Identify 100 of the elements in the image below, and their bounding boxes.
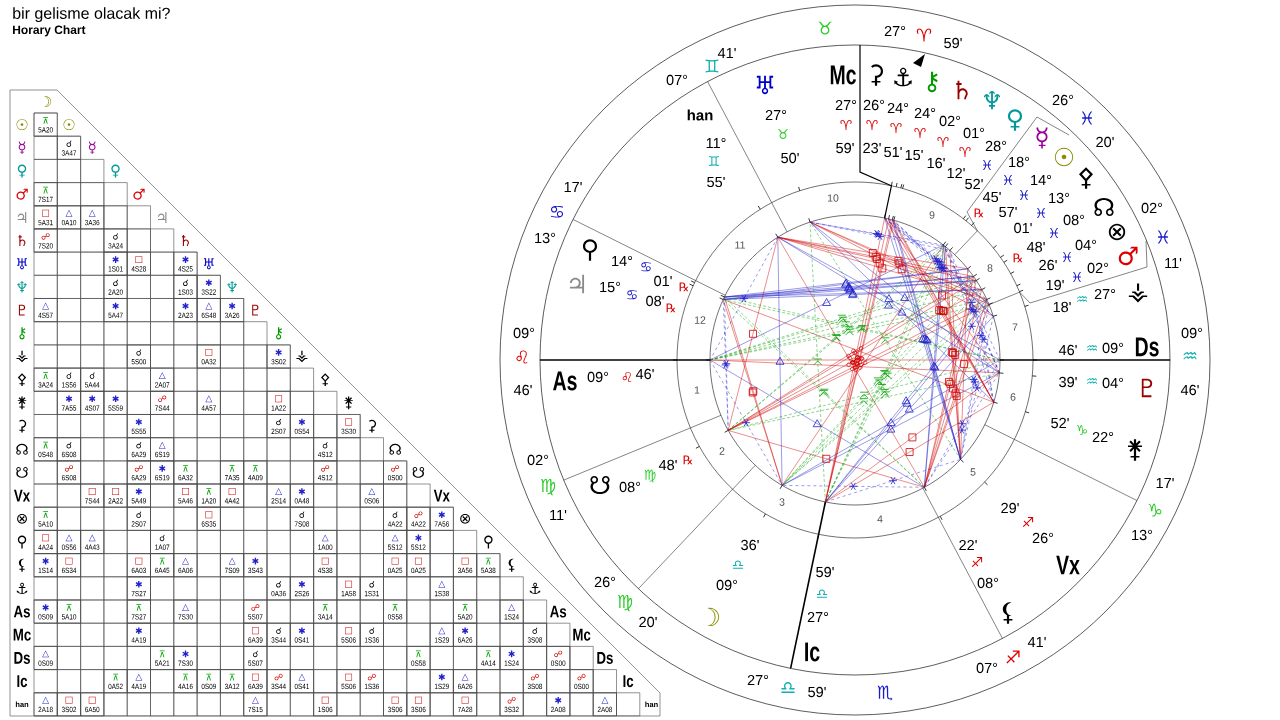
planet-glyph: ☊ [1094,197,1114,217]
degree-label: 39' [1059,376,1077,388]
sign-glyph: ♈ [840,119,852,131]
degree-label: 24° [887,102,909,114]
degree-label: 11° [706,137,726,149]
planet-glyph: ☋ [590,475,610,495]
sign-glyph: ♌ [516,350,528,364]
sign-glyph: ♓ [1062,251,1072,263]
degree-label: 41' [1027,637,1046,647]
sign-glyph: ♈ [916,28,932,42]
degree-label: 08° [619,481,641,493]
degree-label: 20' [639,616,657,628]
planet-glyph: ♃ [569,274,585,294]
column-header: ♂ [133,188,145,200]
degree-label: 13° [1132,529,1153,541]
column-header: ☉ [63,119,75,131]
row-header: ⚶ [16,350,28,363]
column-header: ⚲ [484,535,493,549]
degree-label: 08' [646,295,664,307]
degree-label: 59' [944,37,962,49]
planet-glyph: ⚷ [927,71,938,93]
degree-label: 59' [836,142,854,154]
row-header: ⚳ [19,419,27,433]
planet-glyph: ♀ [1008,109,1022,131]
sign-glyph: ♑ [1148,503,1162,517]
retrograde-mark: ℞ [679,282,689,292]
sign-glyph: ♏ [877,685,893,701]
degree-label: 27° [835,99,857,111]
column-header: ⚳ [368,419,377,433]
row-header: As [13,605,30,618]
sign-glyph: ♓ [1081,111,1093,125]
degree-label: 18° [1009,156,1030,168]
sign-glyph: ♐ [1006,650,1020,664]
degree-label: 02° [939,115,961,127]
column-header: ♆ [227,281,237,293]
planet-glyph: ⚸ [1002,602,1013,624]
degree-label: 26' [1039,259,1057,271]
retrograde-mark: ℞ [683,455,693,465]
degree-label: 48' [658,459,677,471]
degree-label: 27° [807,611,829,623]
degree-label: 20' [1096,136,1114,148]
degree-label: 02° [1141,202,1163,214]
sign-glyph: ♉ [818,21,832,35]
row-header: ♃ [17,211,27,223]
degree-label: 01' [654,275,672,287]
sign-glyph: ♈ [914,127,926,139]
degree-label: 27° [765,109,787,121]
row-header: ☉ [16,119,28,131]
degree-label: 41' [717,48,736,58]
sign-glyph: ♒ [1183,351,1197,360]
degree-label: 26° [1052,94,1074,106]
planet-glyph: ☽ [707,607,720,627]
planet-glyph: ♆ [983,90,1001,110]
column-header: ⚸ [508,558,515,572]
column-header: ⚷ [276,327,283,340]
house-number: 2 [719,447,725,455]
house-number: 11 [735,241,745,249]
degree-label: 59' [808,686,826,698]
sign-glyph: ♈ [959,146,971,158]
row-header: Ds [14,652,30,664]
angle-label: Vx [1056,555,1080,575]
house-number: 6 [1010,393,1016,401]
planet-glyph: ☿ [1036,127,1048,149]
retrograde-mark: ℞ [1013,253,1023,263]
column-header: ☋ [412,467,425,478]
title: bir gelisme olacak mi? [13,7,170,23]
row-header: ⚷ [19,327,26,340]
row-header: Mc [13,628,31,641]
degree-label: 57' [999,206,1017,218]
sign-glyph: ♓ [982,159,992,171]
column-header: ♅ [203,258,214,270]
planet-glyph: ♂ [1118,246,1138,266]
degree-label: 14° [612,255,633,267]
degree-label: 14° [1031,174,1052,186]
row-header: ☿ [18,141,26,155]
degree-label: 15° [600,281,621,293]
degree-label: 02° [527,454,549,466]
degree-label: 16' [927,157,945,169]
point-label: han [687,109,713,121]
degree-label: 07° [666,74,688,86]
row-header: ☊ [16,443,28,455]
degree-label: 29' [1001,502,1019,514]
sign-glyph: ♊ [709,155,719,167]
column-header: ⚓ [529,582,541,594]
degree-label: 19' [1046,279,1064,291]
sign-glyph: ♒ [1086,377,1098,384]
degree-label: 27° [747,674,769,686]
column-header: ☊ [389,443,401,455]
degree-label: 28° [985,140,1007,152]
angle-label: Ds [1135,337,1159,357]
degree-label: 26° [1032,532,1054,544]
degree-label: 01° [963,127,985,139]
sign-glyph: ♈ [890,122,902,134]
angle-label: Mc [830,65,856,85]
house-number: 8 [987,264,993,272]
row-header: ♇ [18,304,26,316]
retrograde-mark: ℞ [974,208,984,218]
planet-glyph: ⚵ [1128,439,1142,461]
degree-label: 04° [1075,239,1097,251]
column-header: Ds [597,652,613,664]
